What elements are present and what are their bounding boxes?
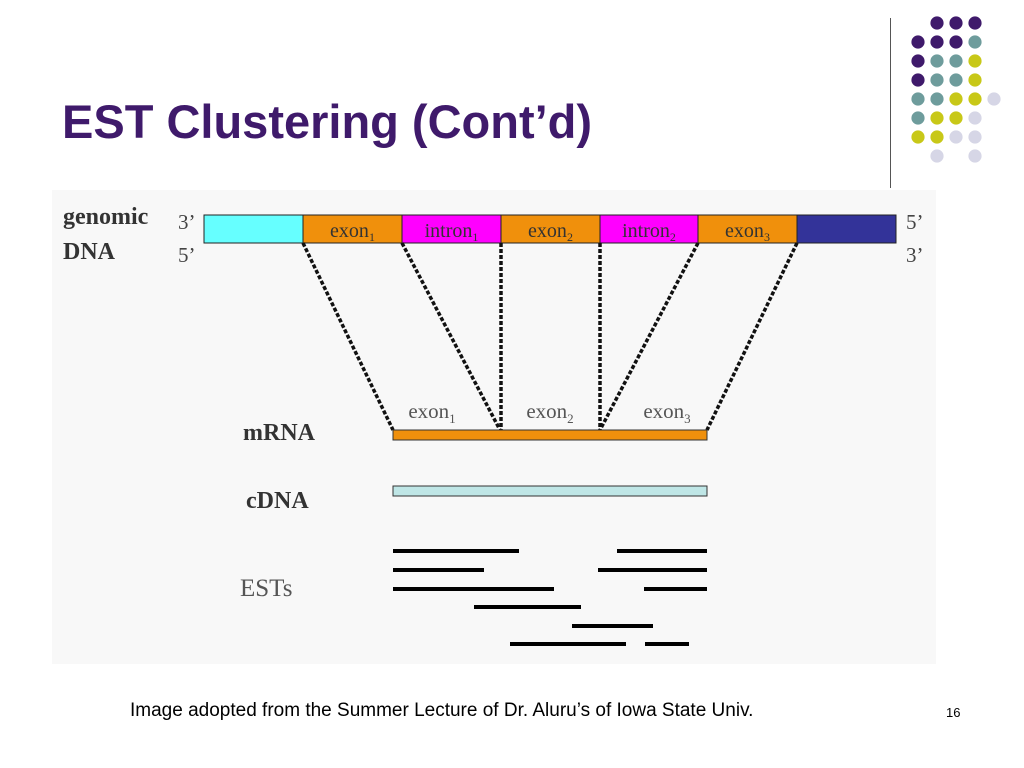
page-number: 16 (946, 705, 961, 720)
exon-mapping-lines (301, 242, 799, 431)
genomic-dna-label-line2: DNA (63, 239, 116, 265)
mrna-bar (392, 429, 708, 441)
exon-2-segment (500, 214, 601, 244)
right-top-strand-end: 5’ (906, 210, 924, 234)
exon-3-label: exon3 (725, 220, 770, 244)
cdna-label: cDNA (246, 488, 309, 514)
exon-1-segment (302, 214, 403, 244)
exon-3-segment (697, 214, 798, 244)
left-top-strand-end: 3’ (178, 210, 196, 234)
ests-label: ESTs (240, 575, 292, 602)
intron-1-label: intron1 (425, 220, 479, 244)
mapping-line (301, 242, 395, 431)
genomic-dna-segments: exon1 intron1 exon2 intron2 exon3 (203, 214, 897, 244)
flanking-segment-right (796, 214, 897, 244)
mapping-line (400, 242, 502, 431)
mrna-exon-3-label: exon3 (643, 399, 690, 426)
slide-title: EST Clustering (Cont’d) (62, 95, 593, 148)
image-credit-caption: Image adopted from the Summer Lecture of… (130, 700, 754, 721)
cdna-bar (392, 485, 708, 497)
intron-2-label: intron2 (622, 220, 676, 244)
mrna-label: mRNA (243, 420, 316, 446)
mrna-exon-labels: exon1 exon2 exon3 (408, 399, 690, 426)
exon-1-label: exon1 (330, 220, 375, 244)
mapping-line (598, 242, 700, 431)
exon-2-label: exon2 (528, 220, 573, 244)
flanking-segment-left (203, 214, 304, 244)
mapping-line (705, 242, 799, 431)
mrna-exon-1-label: exon1 (408, 399, 455, 426)
est-reads (393, 549, 707, 646)
diagram-background (52, 190, 936, 664)
left-bottom-strand-end: 5’ (178, 243, 196, 267)
intron-2-segment (599, 214, 699, 244)
genomic-dna-label-line1: genomic (63, 204, 149, 230)
title-divider (890, 18, 891, 188)
right-bottom-strand-end: 3’ (906, 243, 924, 267)
mrna-exon-2-label: exon2 (526, 399, 573, 426)
